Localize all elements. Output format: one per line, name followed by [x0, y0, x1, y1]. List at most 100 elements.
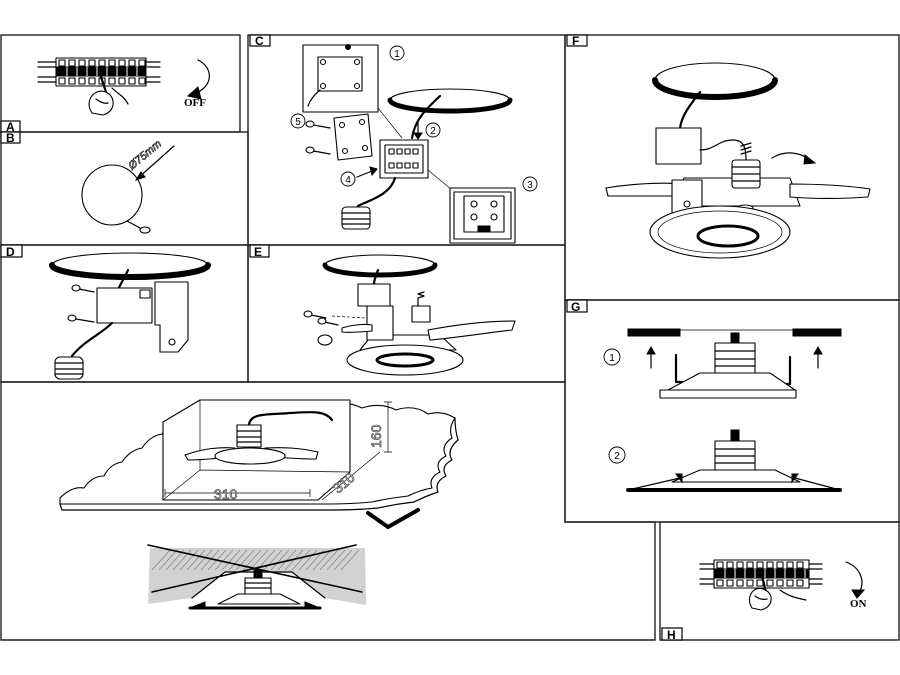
finger-line [754, 595, 768, 600]
panel-clearance-frame [0, 381, 656, 641]
hatch-stroke [277, 549, 297, 571]
terminal-screw [470, 213, 478, 221]
panel-e-label-box [249, 244, 270, 258]
diameter-leader-line [137, 145, 175, 179]
panel-f: F [564, 34, 900, 301]
spring-clip-closed [791, 473, 799, 484]
panel-h-frame [659, 521, 900, 641]
screw-icon [303, 310, 313, 318]
hatch-stroke [158, 549, 178, 571]
ceiling-plate-rim [49, 262, 211, 280]
hatch-stroke [291, 549, 311, 571]
socket-bands [731, 166, 761, 182]
screwdriver-icon [98, 72, 108, 94]
terminal-screw [786, 561, 794, 569]
screwdriver-icon [760, 574, 768, 594]
cable-spring [417, 291, 425, 307]
cable-clamp [139, 289, 151, 299]
supply-wires [37, 61, 57, 83]
push-up-arrowhead [813, 345, 823, 355]
terminal-screw [796, 561, 804, 569]
fitting-body [667, 372, 796, 391]
lamp-socket [714, 342, 756, 374]
panel-g-label-box [566, 299, 588, 313]
terminal-screw [388, 148, 395, 155]
socket-bands [244, 582, 272, 589]
bezel-ring [346, 344, 464, 376]
step-3-badge [522, 176, 538, 192]
cable-grommet [317, 334, 333, 346]
junction-box [379, 139, 429, 179]
terminal-screw [412, 148, 419, 155]
panel-f-label-box [566, 34, 588, 47]
step-2-number: 2 [430, 126, 436, 137]
panel-b-label: B [6, 131, 15, 145]
push-up-arrows [650, 352, 819, 369]
junction-box [357, 283, 391, 307]
terminal-screw [58, 77, 66, 85]
socket-bands [54, 362, 84, 375]
hatch-stroke [326, 549, 346, 571]
hatch-stroke [249, 549, 269, 571]
mains-cable [372, 268, 380, 286]
panel-g: G 1 2 [564, 299, 900, 523]
lamp-socket [54, 356, 84, 380]
step-3-number: 3 [527, 180, 533, 191]
terminal-screw [736, 561, 744, 569]
panel-e: E [247, 244, 566, 383]
terminal-screw [138, 59, 146, 67]
screw-icon [67, 314, 77, 322]
terminal-screw [412, 162, 419, 169]
terminal-screw [78, 59, 86, 67]
lamp-socket [244, 577, 272, 595]
terminal-screw [490, 200, 498, 208]
lamp-socket [411, 305, 431, 323]
terminal-screw [766, 579, 774, 587]
bezel-ring [649, 205, 791, 259]
hatch-stroke [179, 549, 199, 571]
hatch-stroke [270, 549, 290, 571]
terminal-screw [736, 579, 744, 587]
ceiling-plate-rim [652, 77, 778, 100]
switch-off-label: OFF [184, 97, 206, 109]
terminal-screw [404, 162, 411, 169]
socket-cable [356, 176, 397, 208]
screw-icon [317, 317, 327, 325]
hatch-stroke [200, 549, 220, 571]
terminal-screw [128, 77, 136, 85]
depth-dimension-line [321, 451, 381, 501]
hatch-stroke [151, 549, 171, 571]
terminal-screw [58, 59, 66, 67]
mounting-bracket [154, 281, 189, 353]
fitting-body [217, 593, 301, 605]
screw-icon [71, 284, 81, 292]
cover-screw [358, 118, 366, 126]
g-step-1-number: 1 [609, 353, 615, 364]
screw-icon [305, 120, 315, 128]
step-1-number: 1 [394, 49, 400, 60]
cover-screw [338, 121, 346, 129]
cable-clamp [345, 44, 351, 50]
terminal-screw [98, 59, 106, 67]
hatch-stroke [214, 549, 234, 571]
ceiling-cutout-circle [81, 164, 143, 226]
step-4-arrow [356, 170, 373, 178]
terminal-screw [388, 162, 395, 169]
supply-wires [699, 563, 715, 585]
hatch-stroke [193, 549, 213, 571]
panel-d: D [0, 244, 249, 383]
terminal-screw [776, 579, 784, 587]
terminal-screw [746, 561, 754, 569]
bracket-hole [683, 200, 691, 208]
cable-clamp [253, 569, 263, 579]
socket-bands [714, 448, 756, 464]
spring-clip-closed [304, 601, 321, 609]
terminal-screw [128, 59, 136, 67]
switch-on-label: ON [850, 598, 867, 610]
terminal-screw [68, 59, 76, 67]
terminal-screw [470, 200, 478, 208]
fitting-body [671, 469, 801, 483]
terminal-screw [766, 561, 774, 569]
